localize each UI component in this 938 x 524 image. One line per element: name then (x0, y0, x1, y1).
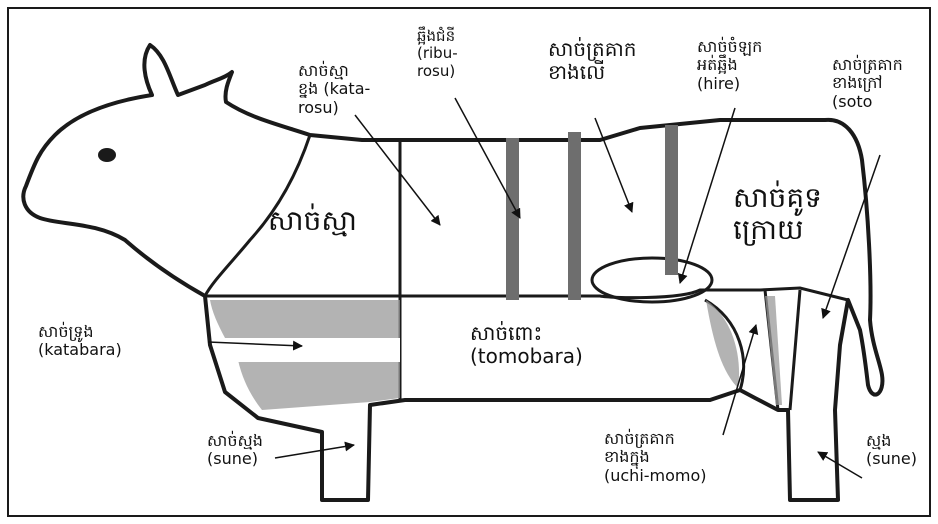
label-kata-rosu: សាច់ស្មា ខ្នង (kata- rosu) (298, 62, 370, 117)
arrow-kata-rosu (355, 115, 440, 225)
label-shoulder: សាច់ស្មា (268, 205, 357, 237)
label-soto: សាច់ត្រគាក ខាងក្រៅ (soto (832, 56, 903, 111)
label-rear: សាច់គូទ ក្រោយ (733, 182, 822, 246)
rib-band-2 (568, 132, 581, 300)
label-tomobara: សាច់ពោះ (tomobara) (470, 322, 583, 368)
eye (98, 148, 116, 162)
label-katabara: សាច់ទ្រូង (katabara) (38, 323, 122, 360)
arrow-sune-front (275, 445, 354, 458)
cow-body-outline (23, 45, 882, 500)
brisket-white-strip (228, 338, 400, 362)
label-ribu-rosu: ឆ្អឹងជំនី (ribu- rosu) (417, 28, 458, 80)
label-upper-rump: សាច់ត្រគាក ខាងលើ (548, 38, 636, 84)
arrow-hire (680, 108, 735, 283)
label-uchi-momo: សាច់ត្រគាក ខាងក្នុង (uchi-momo) (604, 430, 707, 485)
arrow-sune-rear (818, 452, 862, 478)
rib-band-1 (506, 138, 519, 300)
brisket-texture-upper (210, 300, 400, 338)
rear-divider-2 (790, 290, 800, 410)
label-hire: សាច់ចំឡក អត់ឆ្អឹង (hire) (697, 38, 762, 93)
belly-top-divider (205, 288, 848, 300)
hire-oval (592, 258, 712, 302)
rib-band-3 (665, 125, 678, 275)
label-sune-rear: ស្មង (sune) (866, 432, 917, 469)
label-sune-front: សាច់ស្មង (sune) (207, 432, 263, 469)
rear-leg-texture (765, 296, 782, 405)
